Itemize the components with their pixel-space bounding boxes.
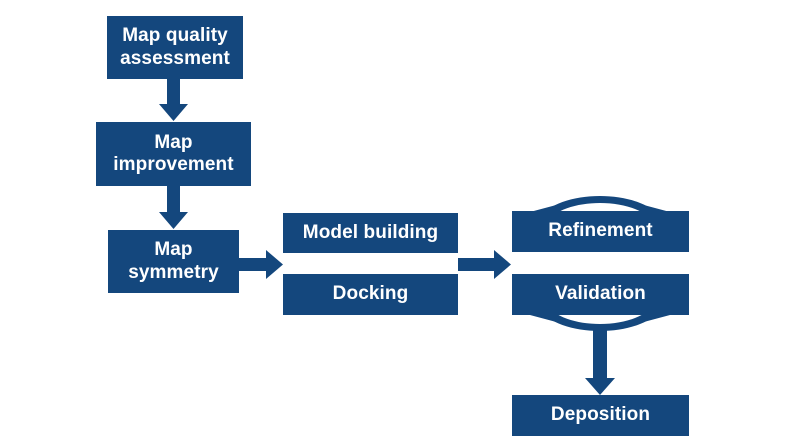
node-label-line2: symmetry bbox=[128, 261, 219, 283]
node-label: Docking bbox=[332, 283, 409, 305]
node-label-line1: Map bbox=[154, 239, 193, 261]
arrow-map-improvement-to-map-symmetry bbox=[159, 186, 188, 229]
arrow-validation-to-deposition bbox=[585, 325, 615, 395]
node-docking: Docking bbox=[283, 274, 458, 315]
node-deposition: Deposition bbox=[512, 395, 689, 436]
node-model-building: Model building bbox=[283, 213, 458, 253]
node-label: Validation bbox=[555, 283, 646, 305]
arrow-map-symmetry-to-model-building bbox=[239, 250, 283, 279]
node-label: Model building bbox=[302, 221, 439, 243]
node-validation: Validation bbox=[512, 274, 689, 315]
node-label: Deposition bbox=[550, 404, 651, 426]
node-label-line1: Map bbox=[154, 131, 193, 153]
arrow-model-building-to-refinement bbox=[458, 250, 511, 279]
node-label-line2: assessment bbox=[120, 47, 230, 69]
arrow-map-quality-to-map-improvement bbox=[159, 79, 188, 121]
node-label-line2: improvement bbox=[113, 154, 234, 175]
node-label: Refinement bbox=[548, 220, 653, 242]
node-refinement: Refinement bbox=[512, 211, 689, 252]
node-label-line1: Map quality bbox=[122, 25, 228, 47]
